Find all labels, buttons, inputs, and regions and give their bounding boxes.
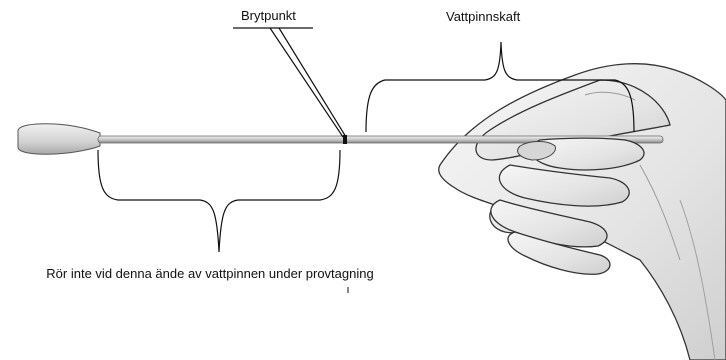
swab-shaft-label: Vattpinnskaft xyxy=(446,9,520,24)
hand-illustration xyxy=(439,64,726,360)
do-not-touch-label: Rör inte vid denna ände av vattpinnen un… xyxy=(20,265,400,282)
break-point-leader xyxy=(233,28,346,137)
swab-tip xyxy=(18,124,100,154)
tip-end-brace xyxy=(98,150,340,252)
break-point-label: Brytpunkt xyxy=(241,8,296,23)
